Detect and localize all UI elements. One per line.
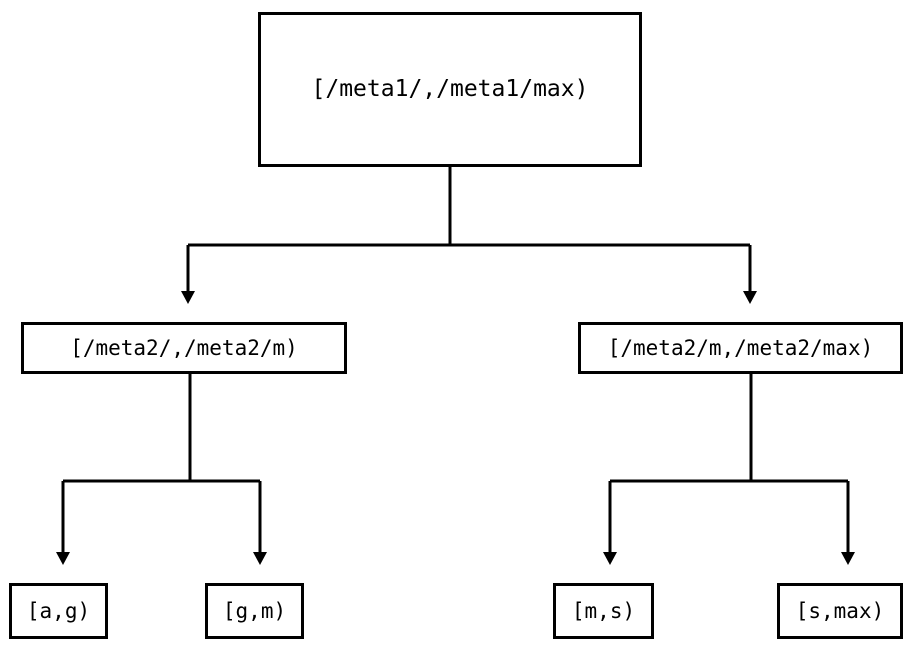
node-leaf-a-g-label: [a,g) [26,598,91,623]
node-leaf-g-m-label: [g,m) [222,598,287,623]
arrowhead-to-leaf-ag [56,552,70,565]
node-leaf-m-s[interactable]: [m,s) [553,583,654,639]
node-leaf-s-max[interactable]: [s,max) [777,583,903,639]
node-mid-left-label: [/meta2/,/meta2/m) [70,335,298,360]
arrowhead-to-mid-right [743,291,757,304]
arrowhead-to-mid-left [181,291,195,304]
arrowhead-to-leaf-ms [603,552,617,565]
node-mid-right[interactable]: [/meta2/m,/meta2/max) [578,322,903,374]
node-leaf-a-g[interactable]: [a,g) [9,583,108,639]
node-root-label: [/meta1/,/meta1/max) [311,76,589,102]
node-leaf-m-s-label: [m,s) [571,598,636,623]
node-leaf-s-max-label: [s,max) [795,598,885,623]
arrowhead-to-leaf-gm [253,552,267,565]
node-leaf-g-m[interactable]: [g,m) [205,583,304,639]
node-root[interactable]: [/meta1/,/meta1/max) [258,12,642,167]
arrowhead-to-leaf-smax [841,552,855,565]
node-mid-left[interactable]: [/meta2/,/meta2/m) [21,322,347,374]
node-mid-right-label: [/meta2/m,/meta2/max) [607,335,874,360]
